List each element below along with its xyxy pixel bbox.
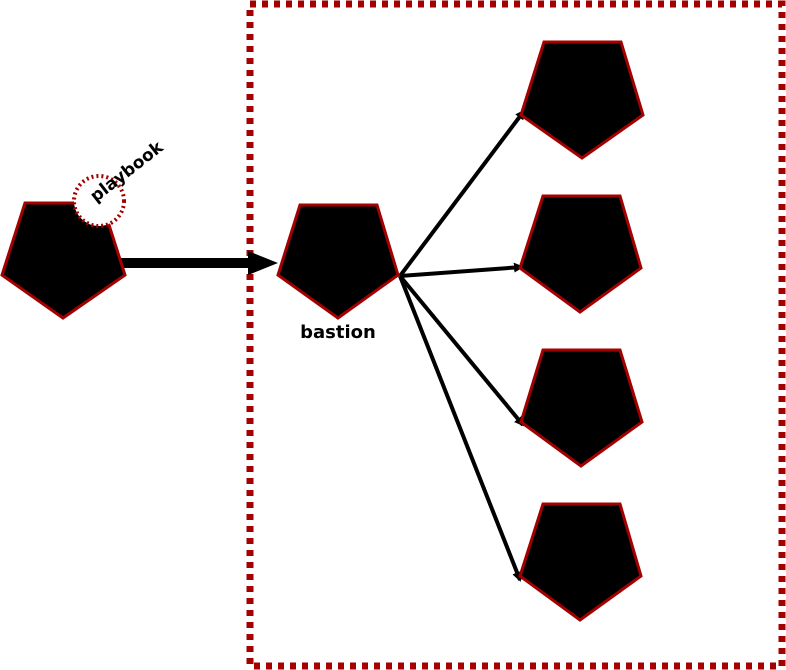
target-node-2 <box>518 194 643 314</box>
private-network-boundary <box>246 0 786 670</box>
bastion-node: bastion <box>276 203 400 343</box>
target-4-pentagon-icon <box>518 502 643 622</box>
edge-bastion-to-target-2 <box>399 262 524 278</box>
playbook-label: playbook <box>87 137 168 207</box>
playbook-annotation: playbook <box>72 137 168 228</box>
bastion-pentagon-icon <box>276 203 400 320</box>
edges <box>118 109 526 582</box>
target-3-pentagon-icon <box>519 348 644 468</box>
target-2-pentagon-icon <box>518 194 643 314</box>
arrowhead-control-to-bastion <box>248 251 278 275</box>
target-node-1 <box>519 40 645 160</box>
edge-bastion-to-target-3 <box>398 274 525 427</box>
target-node-3 <box>519 348 644 468</box>
target-node-4 <box>518 502 643 622</box>
edge-bastion-to-target-4 <box>398 275 522 582</box>
edge-bastion-to-target-1 <box>398 109 526 278</box>
playbook-ring-icon <box>72 174 126 228</box>
bastion-label: bastion <box>300 322 376 343</box>
target-1-pentagon-icon <box>519 40 645 160</box>
